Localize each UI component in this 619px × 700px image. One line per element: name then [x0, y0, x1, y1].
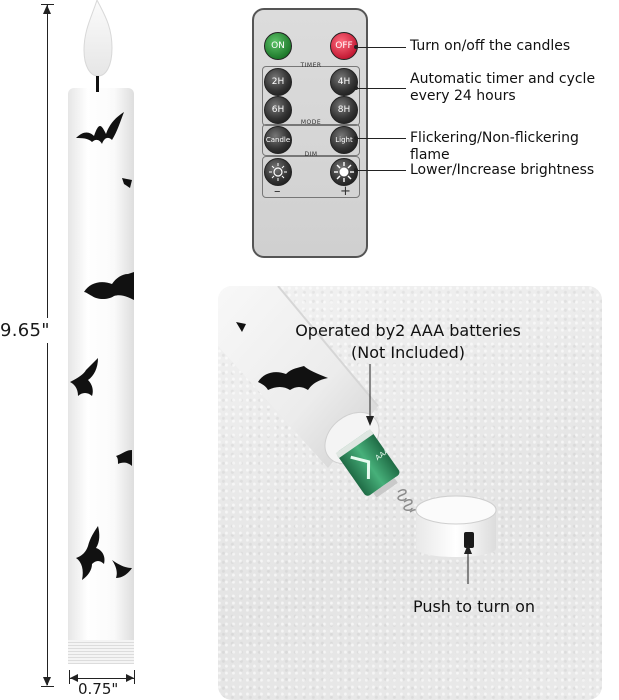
dim-title: DIM	[304, 151, 318, 158]
bat-icon	[76, 526, 132, 580]
diameter-dimension-line	[70, 678, 134, 679]
dim-group: DIM	[262, 151, 360, 198]
bat-icon	[116, 450, 132, 466]
diameter-cap-right	[134, 670, 135, 684]
callout-line-mode	[356, 138, 406, 139]
sun-filled-icon	[334, 162, 354, 182]
callout-timer: Automatic timer and cycle every 24 hours	[410, 71, 596, 104]
timer-title: TIMER	[300, 62, 322, 69]
height-label: 9.65"	[0, 318, 50, 343]
candle-body	[68, 88, 134, 660]
bat-icon	[122, 178, 132, 188]
callout-mode: Flickering/Non-flickering flame	[410, 130, 579, 163]
battery-note-line1: Operated by2 AAA batteries	[295, 321, 521, 340]
diameter-arrow-right	[126, 674, 134, 682]
height-cap-top	[41, 4, 54, 5]
diameter-cap-left	[69, 670, 70, 684]
push-note: Push to turn on	[412, 597, 536, 616]
diameter-label: 0.75"	[78, 680, 119, 698]
battery-illustration: AAA	[218, 286, 497, 584]
height-dimension-line	[47, 5, 48, 685]
callout-line-timer	[356, 88, 406, 89]
diameter-arrow-left	[70, 674, 78, 682]
callout-line-onoff	[356, 47, 406, 48]
mode-group: MODE	[262, 119, 360, 156]
bat-icon	[84, 272, 134, 300]
battery-note-line2: (Not Included)	[351, 343, 465, 362]
bat-icon	[70, 358, 98, 396]
dim-increase-button[interactable]	[330, 158, 358, 186]
on-button[interactable]: ON	[264, 32, 292, 60]
off-button[interactable]: OFF	[330, 32, 358, 60]
callout-onoff: Turn on/off the candles	[410, 38, 571, 54]
timer-6h-button[interactable]: 6H	[264, 96, 292, 124]
callout-dim: Lower/Increase brightness	[410, 162, 595, 178]
remote-control: ON OFF TIMER 2H 4H 6H 8H MODE Candle Lig…	[252, 8, 368, 258]
dim-lower-button[interactable]	[264, 158, 292, 186]
timer-4h-button[interactable]: 4H	[330, 68, 358, 96]
sun-outline-icon	[269, 163, 287, 181]
timer-8h-button[interactable]: 8H	[330, 96, 358, 124]
timer-2h-button[interactable]: 2H	[264, 68, 292, 96]
dim-minus-label: –	[274, 184, 281, 199]
mode-title: MODE	[300, 119, 322, 126]
battery-photo-panel: AAA Operated by2 AAA batteries (Not Incl…	[218, 286, 602, 700]
mode-light-button[interactable]: Light	[330, 126, 358, 154]
dim-plus-label: +	[340, 184, 351, 199]
candle-flame-icon	[83, 0, 113, 92]
mode-candle-button[interactable]: Candle	[264, 126, 292, 154]
timer-group: TIMER	[262, 62, 360, 126]
candle-base	[68, 640, 134, 664]
bat-icon	[76, 112, 124, 144]
height-cap-bottom	[41, 686, 54, 687]
height-arrow-top	[43, 5, 51, 14]
height-arrow-bottom	[43, 677, 51, 686]
callout-line-dim	[356, 170, 406, 171]
